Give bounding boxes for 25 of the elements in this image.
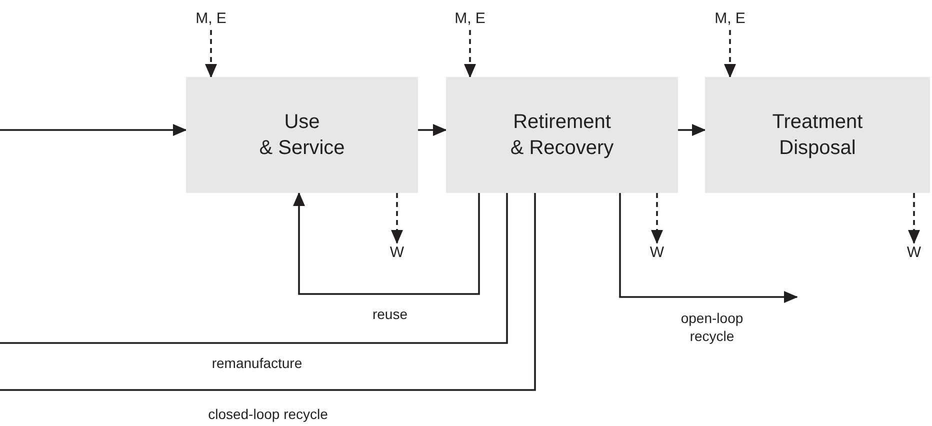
flow-label: W: [390, 244, 404, 262]
arrow: [293, 192, 480, 295]
arrow: [619, 193, 798, 303]
connector-line: [0, 193, 536, 391]
flow-label: M, E: [454, 10, 486, 28]
arrow: [418, 124, 447, 136]
flow-label: W: [906, 244, 922, 262]
connector-line: [0, 193, 508, 344]
dashed-arrow: [724, 30, 736, 78]
dashed-arrow: [651, 193, 663, 244]
process-label: Treatment Disposal: [771, 110, 864, 161]
dashed-arrow: [205, 30, 217, 78]
process-label: Retirement & Recovery: [509, 110, 615, 161]
flow-label: M, E: [196, 10, 226, 28]
process-box: [186, 77, 418, 193]
process-box: [446, 77, 678, 193]
flow-label: M, E: [714, 10, 746, 28]
dashed-arrow: [464, 30, 476, 78]
process-label: Use & Service: [258, 110, 346, 161]
dashed-arrow: [908, 193, 920, 244]
flow-label: W: [650, 244, 664, 262]
dashed-arrow: [391, 193, 403, 244]
arrow: [678, 124, 706, 136]
process-box: [705, 77, 930, 193]
arrow: [0, 124, 187, 136]
